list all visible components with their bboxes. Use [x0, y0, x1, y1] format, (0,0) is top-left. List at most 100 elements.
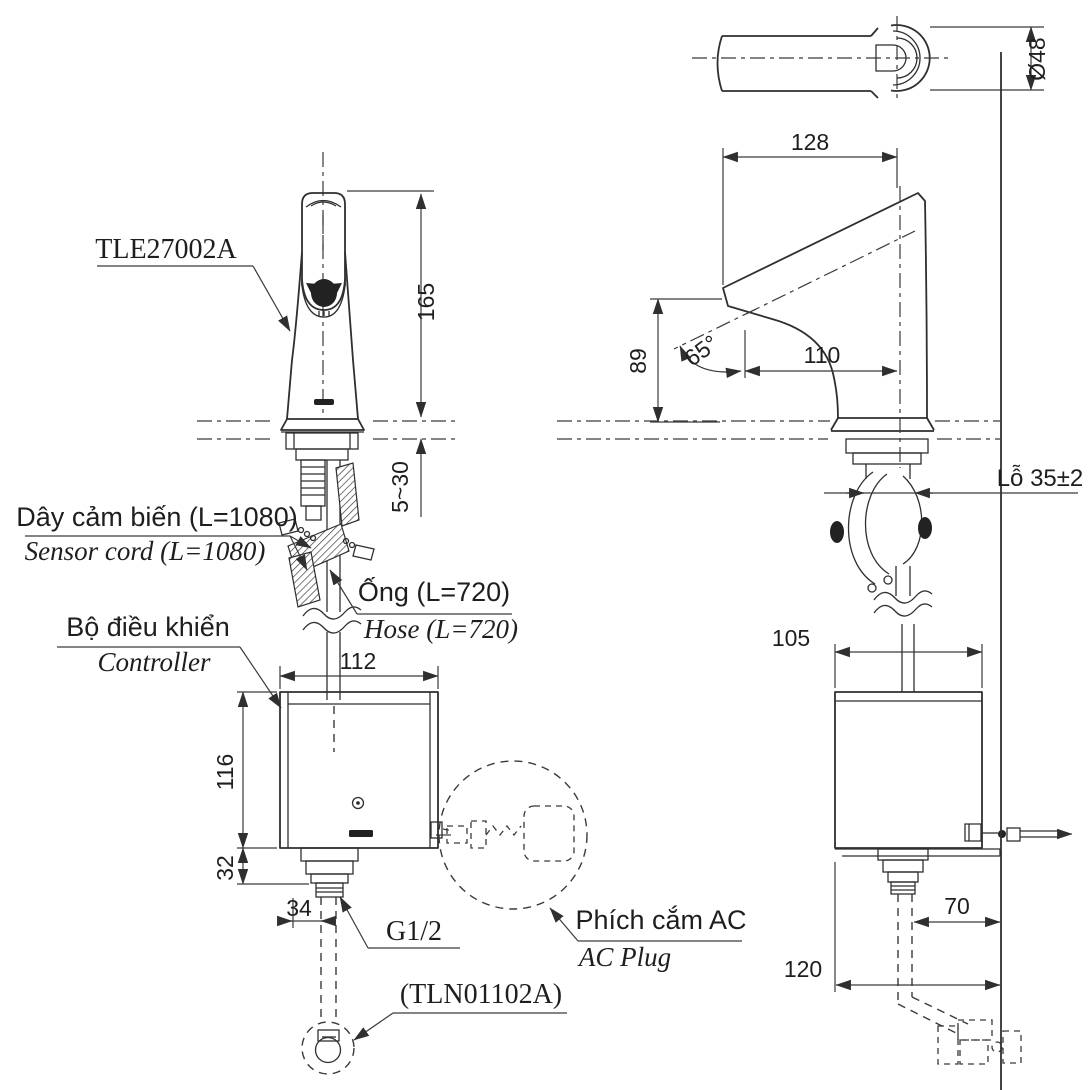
dim-text-65deg: 65° — [680, 330, 723, 371]
dim-text-128: 128 — [791, 129, 829, 155]
faucet-side-outline — [673, 186, 935, 468]
cord-bead — [867, 583, 877, 593]
product-code-text: TLE27002A — [95, 234, 237, 265]
sensor-eye — [311, 279, 337, 307]
valve-top — [957, 1019, 993, 1041]
nut-bevels — [293, 433, 351, 449]
leader-2 — [289, 535, 308, 571]
shank-lines — [865, 464, 911, 479]
dim-text-89: 89 — [625, 348, 651, 374]
valve-body — [959, 1039, 989, 1065]
cord-cable — [1020, 830, 1058, 838]
supply-pipe-hidden — [320, 897, 337, 1023]
flange-hub — [875, 44, 907, 72]
dim-text-165: 165 — [413, 283, 439, 321]
controller-side — [834, 691, 1073, 895]
leader — [239, 646, 282, 709]
outlet-thread-lines — [316, 887, 343, 893]
counter-front — [197, 420, 457, 440]
outlet-thread-lines-side — [891, 885, 915, 891]
dim-text-5-30: 5~30 — [387, 461, 413, 513]
supply-pipe-side — [897, 894, 1022, 1065]
front-view: 165 5~30 112 116 32 — [16, 152, 747, 1075]
mounting-nut — [285, 432, 359, 450]
label-controller: Bộ điều khiển Controller — [57, 612, 282, 709]
controller-vi: Bộ điều khiển — [66, 612, 230, 642]
plug-connector-2 — [470, 820, 487, 849]
plug-connector-1 — [446, 825, 468, 844]
dimension-controller-width: 112 — [279, 648, 439, 689]
cord-bead — [303, 530, 311, 538]
sensor-wing-left — [306, 283, 318, 299]
cord-plug-piece — [1006, 827, 1021, 842]
sensor-wing-right — [330, 283, 342, 299]
hose-loop-right — [902, 475, 923, 565]
cord-outlet-tab — [964, 823, 982, 842]
dimension-spout-reach: 110 — [744, 330, 898, 378]
shank-tip — [305, 505, 322, 521]
ext-lines — [834, 644, 983, 688]
pipe-hidden-elbow — [897, 996, 969, 1036]
cord-bead — [342, 537, 350, 545]
cord-loop-inner — [864, 473, 890, 575]
sensor-cord-band-1 — [335, 462, 360, 527]
dimension-outlet-offset: 34 — [277, 895, 336, 928]
drain-connection-front — [301, 897, 355, 1075]
dim-text-32: 32 — [212, 855, 238, 881]
angle-arc — [679, 345, 742, 379]
faucet-side-body — [722, 192, 928, 419]
ac-cord-socket — [430, 821, 443, 839]
cord-bead — [883, 575, 893, 585]
sensor-cord-en: Sensor cord (L=1080) — [25, 536, 266, 566]
dimension-controller-height: 116 — [212, 691, 277, 849]
outlet-ring-side — [887, 871, 919, 883]
outlet-flange — [300, 847, 359, 862]
controller-front — [279, 691, 443, 898]
dimension-controller-depth: 105 — [772, 625, 983, 688]
leader — [549, 907, 579, 942]
hose-lower — [326, 632, 341, 700]
dimension-base-diameter: Ø48 — [930, 26, 1050, 91]
valve-code-text: (TLN01102A) — [400, 979, 562, 1010]
plug-cord-spring — [485, 824, 522, 837]
sensor-ticks — [318, 311, 330, 316]
controller-en: Controller — [97, 647, 211, 677]
valve-stem — [991, 1041, 1003, 1053]
flange-arc-mid — [892, 30, 921, 86]
cap-dome-arc-2 — [310, 201, 337, 207]
hose-en: Hose (L=720) — [363, 614, 518, 644]
spout-nose — [716, 35, 723, 92]
controller-seams — [287, 692, 431, 848]
hose-vi: Ống (L=720) — [358, 575, 510, 607]
outlet-thread — [315, 882, 344, 898]
mount-nut — [852, 452, 922, 465]
cord-connector-left — [278, 518, 299, 536]
dimension-shank-height: 32 — [212, 847, 309, 885]
hole-label-text: Lỗ 35±2 — [997, 465, 1084, 492]
detail-circle — [438, 760, 588, 910]
pipe-break-top — [873, 590, 933, 604]
counter-side — [557, 420, 1000, 440]
valve-handle — [937, 1025, 959, 1065]
pipe-upper — [895, 566, 911, 596]
spout-body-top-view — [722, 35, 871, 92]
base-indicator-slot — [314, 399, 334, 405]
ac-plug-en: AC Plug — [577, 942, 671, 972]
dimension-spout-angle: 65° — [679, 330, 742, 379]
undercounter-side — [830, 438, 933, 692]
base-flare-side — [830, 417, 935, 432]
dimension-spout-top-reach: 128 — [722, 129, 898, 285]
pipe-lower — [901, 624, 915, 692]
thread-text: G1/2 — [386, 916, 442, 947]
pipe-hidden-vertical — [897, 894, 913, 1004]
label-thread: G1/2 — [339, 896, 460, 949]
body-edge-left — [286, 251, 303, 420]
wall-bracket — [835, 848, 1001, 857]
wing-tab-right — [918, 517, 932, 539]
dim-text-70: 70 — [944, 893, 970, 919]
valve-wall-flange — [1002, 1030, 1022, 1064]
dimension-hole: Lỗ 35±2 — [824, 465, 1084, 499]
ac-plug-vi: Phích cắm AC — [575, 904, 746, 935]
